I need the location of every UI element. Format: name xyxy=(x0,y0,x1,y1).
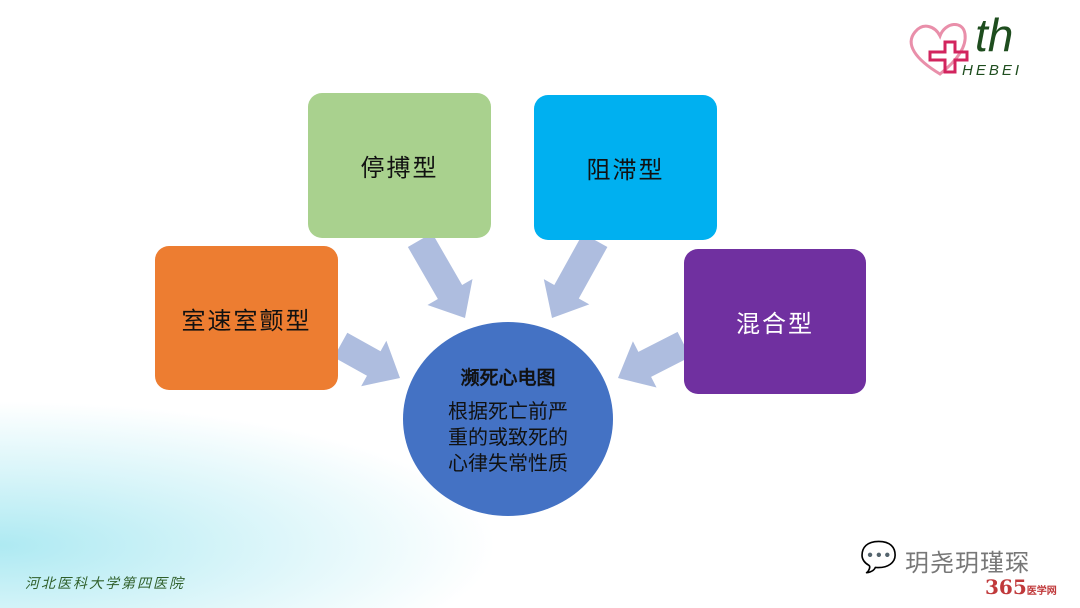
watermark-site: 365医学网 xyxy=(985,575,1057,599)
box-asystole-type: 停搏型 xyxy=(308,93,491,238)
box-mixed-type: 混合型 xyxy=(684,249,866,394)
watermark-account: 玥尧玥瑾琛 xyxy=(905,549,1030,577)
heart-cross-icon xyxy=(909,23,969,76)
watermark-site-suffix: 医学网 xyxy=(1026,586,1057,597)
logo-subtitle: HEBEI xyxy=(962,62,1023,79)
box-label: 停搏型 xyxy=(360,154,439,182)
center-line: 根据死亡前严 xyxy=(448,398,568,423)
box-block-type: 阻滞型 xyxy=(534,95,717,240)
arrow-from-vf xyxy=(333,332,400,387)
arrow-from-mixed xyxy=(618,331,691,388)
logo-brand: th xyxy=(975,9,1014,61)
center-line: 心律失常性质 xyxy=(448,450,568,475)
box-label: 室速室颤型 xyxy=(181,306,312,335)
center-circle: 濒死心电图 根据死亡前严 重的或致死的 心律失常性质 xyxy=(403,322,613,516)
footer-institution: 河北医科大学第四医院 xyxy=(25,576,185,592)
box-vf-type: 室速室颤型 xyxy=(155,246,338,390)
box-label: 混合型 xyxy=(736,310,814,338)
box-label: 阻滞型 xyxy=(586,156,665,184)
center-line: 重的或致死的 xyxy=(448,424,568,449)
watermark-site-number: 365 xyxy=(985,575,1027,599)
arrow-from-asystole xyxy=(407,233,473,318)
arrow-from-block xyxy=(543,233,608,318)
hospital-logo xyxy=(905,14,985,84)
center-title: 濒死心电图 xyxy=(460,366,556,389)
wechat-icon: 💬 xyxy=(860,540,898,575)
